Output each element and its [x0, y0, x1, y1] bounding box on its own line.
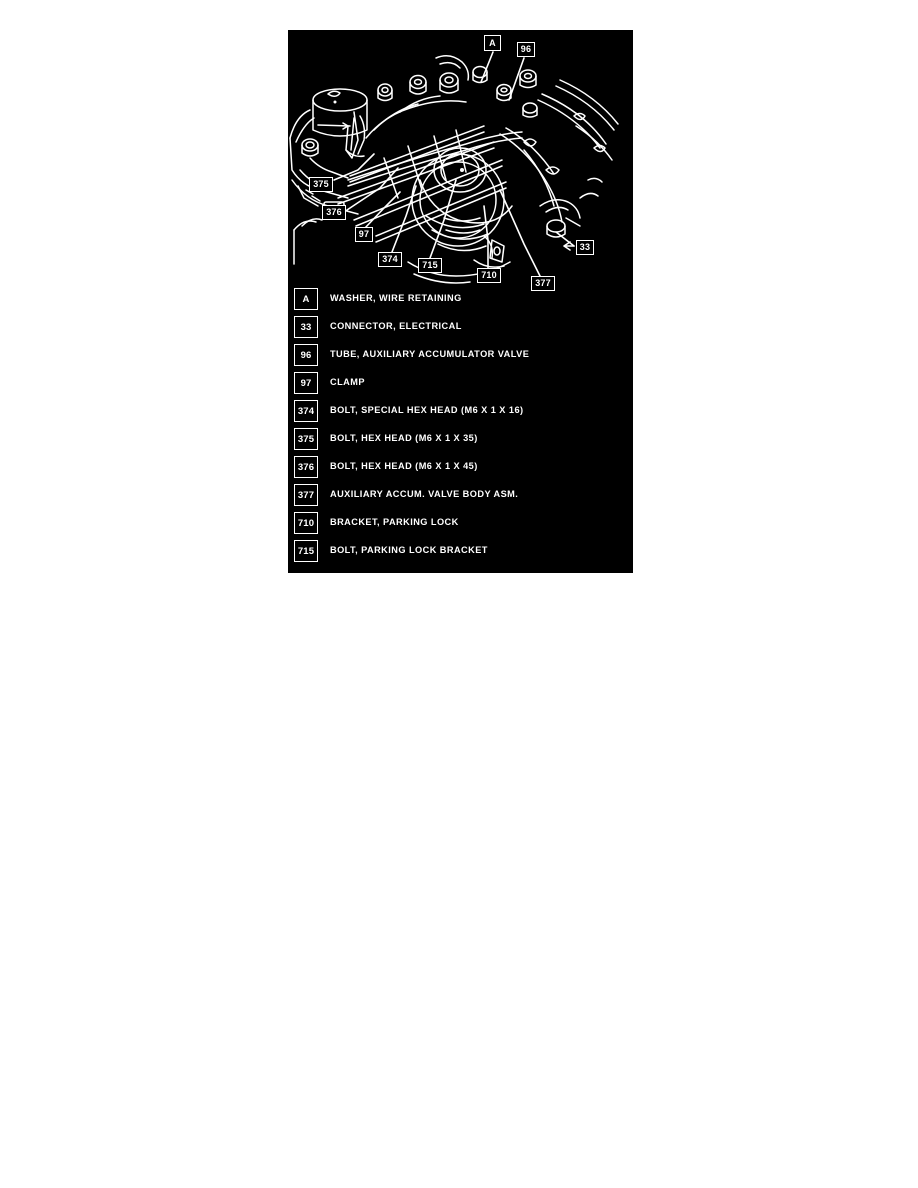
legend-row: 97 CLAMP [288, 372, 633, 398]
parts-diagram-panel: A 96 375 376 97 374 715 710 377 33 A WASHER, WIRE … [288, 30, 633, 573]
transmission-line-art-illustration [288, 30, 633, 288]
legend-row: 377 AUXILIARY ACCUM. VALVE BODY ASM. [288, 484, 633, 510]
legend-label-33: CONNECTOR, ELECTRICAL [330, 321, 462, 331]
legend-key-A: A [294, 288, 318, 310]
legend-row: A WASHER, WIRE RETAINING [288, 288, 633, 314]
callout-96: 96 [517, 42, 535, 57]
legend-row: 710 BRACKET, PARKING LOCK [288, 512, 633, 538]
legend-key-710: 710 [294, 512, 318, 534]
legend-row: 33 CONNECTOR, ELECTRICAL [288, 316, 633, 342]
legend-key-374: 374 [294, 400, 318, 422]
legend-label-97: CLAMP [330, 377, 365, 387]
legend-key-96: 96 [294, 344, 318, 366]
callout-33: 33 [576, 240, 594, 255]
legend-row: 375 BOLT, HEX HEAD (M6 X 1 X 35) [288, 428, 633, 454]
callout-715: 715 [418, 258, 442, 273]
legend-key-376: 376 [294, 456, 318, 478]
callout-A: A [484, 35, 501, 51]
callout-374: 374 [378, 252, 402, 267]
legend-key-715: 715 [294, 540, 318, 562]
line-art-svg [288, 30, 633, 288]
legend-label-374: BOLT, SPECIAL HEX HEAD (M6 X 1 X 16) [330, 405, 524, 415]
callout-377: 377 [531, 276, 555, 291]
legend-label-A: WASHER, WIRE RETAINING [330, 293, 462, 303]
callout-710: 710 [477, 268, 501, 283]
parts-legend-list: A WASHER, WIRE RETAINING 33 CONNECTOR, ELEC… [288, 288, 633, 573]
legend-label-96: TUBE, AUXILIARY ACCUMULATOR VALVE [330, 349, 530, 359]
legend-row: 96 TUBE, AUXILIARY ACCUMULATOR VALVE [288, 344, 633, 370]
callout-leader-lines [333, 51, 575, 277]
legend-row: 715 BOLT, PARKING LOCK BRACKET [288, 540, 633, 566]
legend-row: 376 BOLT, HEX HEAD (M6 X 1 X 45) [288, 456, 633, 482]
legend-label-376: BOLT, HEX HEAD (M6 X 1 X 45) [330, 461, 478, 471]
legend-row: 374 BOLT, SPECIAL HEX HEAD (M6 X 1 X 16) [288, 400, 633, 426]
legend-label-710: BRACKET, PARKING LOCK [330, 517, 459, 527]
legend-label-377: AUXILIARY ACCUM. VALVE BODY ASM. [330, 489, 519, 499]
callout-376: 376 [322, 205, 346, 220]
callout-97: 97 [355, 227, 373, 242]
legend-key-377: 377 [294, 484, 318, 506]
legend-key-33: 33 [294, 316, 318, 338]
legend-key-97: 97 [294, 372, 318, 394]
legend-label-715: BOLT, PARKING LOCK BRACKET [330, 545, 488, 555]
legend-key-375: 375 [294, 428, 318, 450]
callout-375: 375 [309, 177, 333, 192]
legend-label-375: BOLT, HEX HEAD (M6 X 1 X 35) [330, 433, 478, 443]
